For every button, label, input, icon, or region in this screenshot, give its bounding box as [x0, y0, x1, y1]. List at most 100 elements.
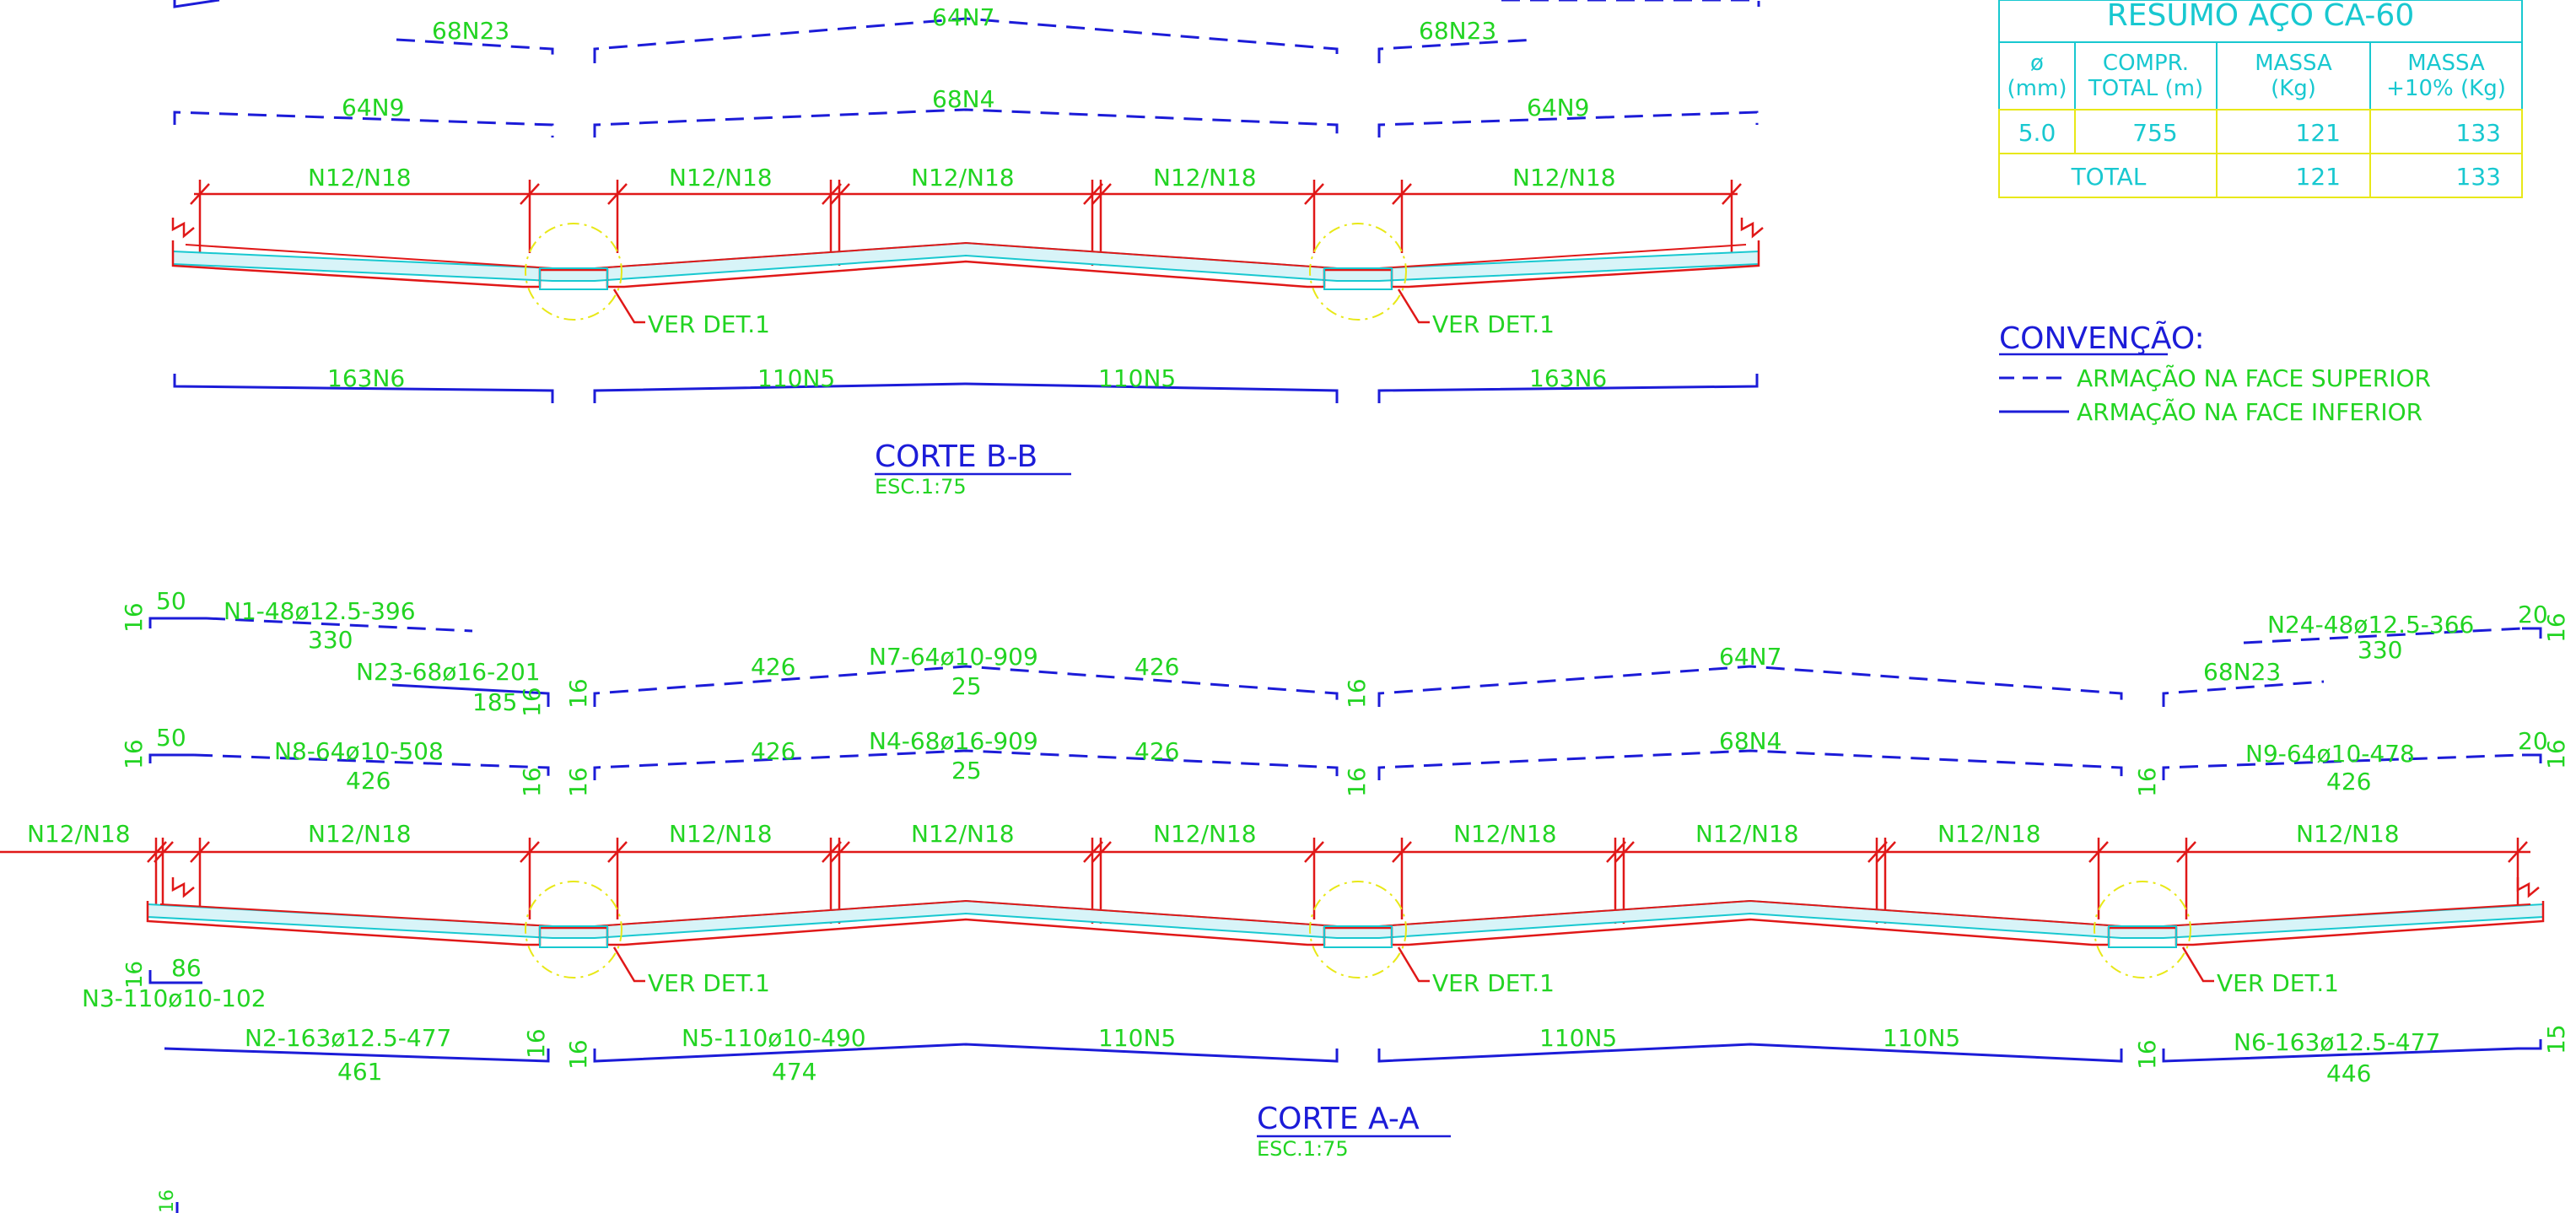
- n9-hook-height: 16: [2542, 739, 2570, 769]
- aa-slab: [146, 881, 2545, 978]
- n24-length: 330: [2358, 636, 2402, 664]
- steel-table-header: MASSA: [2255, 51, 2332, 76]
- aa-detail-callouts: VER DET.1 VER DET.1 VER DET.1: [612, 946, 2339, 997]
- legend-item-label: ARMAÇÃO NA FACE SUPERIOR: [2077, 364, 2431, 392]
- bb-span-label: N12/N18: [669, 164, 773, 191]
- section-aa: 50 16 N1-48ø12.5-396 330 N23-68ø16-201 1…: [0, 587, 2570, 1161]
- n3-length: 86: [171, 954, 202, 982]
- n1-hook-label: 50: [156, 587, 186, 615]
- n9-label: N9-64ø10-478: [2245, 740, 2415, 768]
- n24-label: N24-48ø12.5-366: [2267, 611, 2474, 639]
- n5-mirror-label: 110N5: [1098, 1024, 1176, 1052]
- steel-table-cell: 755: [2132, 119, 2177, 147]
- aa-detail-callout: VER DET.1: [2217, 969, 2339, 997]
- bb-top-bar-label: 68N23: [432, 17, 509, 45]
- bb-bottom-bar-labels: 163N6 110N5 110N5 163N6: [327, 364, 1607, 392]
- bb-bottom-bar-label: 163N6: [1529, 364, 1607, 392]
- bb-detail-callout: VER DET.1: [1432, 310, 1555, 338]
- n9-hook: 20: [2518, 727, 2548, 755]
- aa-bottom-bars: [164, 1039, 2542, 1063]
- aa-span-label: N12/N18: [1937, 820, 2041, 848]
- n7-label: N7-64ø10-909: [869, 643, 1038, 671]
- n23-label: N23-68ø16-201: [356, 658, 541, 686]
- steel-table-header: MASSA: [2407, 51, 2485, 76]
- bb-top-bar-label: 68N23: [1419, 17, 1496, 45]
- n5-label: N5-110ø10-490: [682, 1024, 866, 1052]
- n24-hook-height: 16: [2542, 612, 2570, 643]
- steel-table-cell: 5.0: [2018, 119, 2056, 147]
- n7-hook-right: 16: [1343, 678, 1371, 709]
- aa-span-labels: N12/N18 N12/N18 N12/N18 N12/N18 N12/N18 …: [27, 820, 2400, 848]
- n4-label: N4-68ø16-909: [869, 727, 1038, 755]
- n5-length: 474: [772, 1058, 816, 1086]
- n4-hook-left: 16: [564, 767, 592, 797]
- n3-hook: 16: [122, 961, 148, 989]
- steel-table-header: ø: [2030, 51, 2044, 76]
- bb-mid-bar-label: 68N4: [932, 85, 994, 113]
- n8-length: 426: [346, 767, 391, 795]
- n3-bar: 16 86 N3-110ø10-102: [82, 954, 267, 1012]
- aa-span-label: N12/N18: [1695, 820, 1799, 848]
- steel-table-total-massa-10: 133: [2456, 163, 2501, 191]
- n1-label: N1-48ø12.5-396: [224, 597, 416, 625]
- steel-table-cell: 133: [2456, 119, 2501, 147]
- bb-bottom-bars: [173, 374, 1759, 403]
- legend-title: CONVENÇÃO:: [1999, 321, 2205, 356]
- aa-mid-bar-labels: 50 16 N8-64ø10-508 426 16 16 426 N4-68ø1…: [120, 724, 2570, 797]
- n9-hook-left: 16: [2133, 767, 2161, 797]
- n1-hook-height: 16: [120, 602, 148, 633]
- aa-span-label: N12/N18: [911, 820, 1015, 848]
- steel-table-cell: 121: [2296, 119, 2341, 147]
- aa-top-bar-labels: 50 16 N1-48ø12.5-396 330 N23-68ø16-201 1…: [120, 587, 2570, 717]
- n2-hook: 16: [522, 1028, 550, 1059]
- steel-table-header: (Kg): [2271, 76, 2316, 101]
- bb-mid-bar-label: 64N9: [1527, 94, 1589, 121]
- bb-detail-callout: VER DET.1: [648, 310, 770, 338]
- bottom-fragment: 16: [157, 1189, 179, 1213]
- n4-mirror-label: 68N4: [1719, 727, 1781, 755]
- n7-hook-left: 16: [564, 678, 592, 709]
- n4-left-length: 426: [751, 737, 795, 765]
- aa-title-block: CORTE A-A ESC.1:75: [1257, 1102, 1451, 1161]
- bb-mid-bar-label: 64N9: [342, 94, 404, 121]
- n9-length: 426: [2326, 768, 2371, 795]
- n7-left-length: 426: [751, 653, 795, 681]
- steel-table: RESUMO AÇO CA-60 ø (mm) COMPR. TOTAL (m)…: [1998, 0, 2523, 198]
- n4-right-length: 426: [1134, 737, 1179, 765]
- bb-span-label: N12/N18: [308, 164, 412, 191]
- steel-table-header: COMPR.: [2103, 51, 2189, 76]
- n23-hook: 16: [518, 687, 546, 717]
- n23-length: 185: [472, 688, 517, 716]
- n4-lap: 25: [951, 757, 982, 784]
- aa-detail-callout: VER DET.1: [1432, 969, 1555, 997]
- aa-title: CORTE A-A: [1257, 1102, 1420, 1136]
- n23-mirror-label: 68N23: [2203, 658, 2281, 686]
- bb-span-dims: [171, 180, 1764, 266]
- aa-span-label: N12/N18: [2296, 820, 2400, 848]
- bb-slab: [171, 223, 1760, 321]
- bb-title-block: CORTE B-B ESC.1:75: [875, 439, 1071, 499]
- steel-table-header: TOTAL (m): [2088, 76, 2203, 101]
- n6-length: 446: [2326, 1059, 2371, 1087]
- bb-scale: ESC.1:75: [875, 475, 967, 499]
- bb-title: CORTE B-B: [875, 439, 1037, 474]
- bb-span-label: N12/N18: [1153, 164, 1257, 191]
- bb-span-labels: N12/N18 N12/N18 N12/N18 N12/N18 N12/N18: [308, 164, 1616, 191]
- aa-span-label: N12/N18: [669, 820, 773, 848]
- steel-table-total-massa: 121: [2296, 163, 2341, 191]
- bb-bottom-bar-label: 110N5: [757, 364, 835, 392]
- n6-label: N6-163ø12.5-477: [2234, 1028, 2440, 1056]
- n3-label: N3-110ø10-102: [82, 984, 267, 1012]
- steel-table-title: RESUMO AÇO CA-60: [2107, 0, 2414, 33]
- n8-hook-height: 16: [120, 739, 148, 769]
- aa-detail-callout: VER DET.1: [648, 969, 770, 997]
- aa-bottom-bar-labels: N2-163ø12.5-477 461 16 16 N5-110ø10-490 …: [245, 1024, 2570, 1087]
- n7-right-length: 426: [1134, 653, 1179, 681]
- n6-hook-left: 16: [2133, 1039, 2161, 1070]
- section-bb: 68N23 64N7 68N23 64N9 68N4 64N9: [171, 0, 1764, 499]
- n8-label: N8-64ø10-508: [274, 737, 444, 765]
- aa-left-label: N12/N18: [27, 820, 131, 848]
- aa-mid-bars: [148, 749, 2542, 780]
- n8-hook-right: 16: [518, 767, 546, 797]
- bb-mid-bar-labels: 64N9 68N4 64N9: [342, 85, 1589, 121]
